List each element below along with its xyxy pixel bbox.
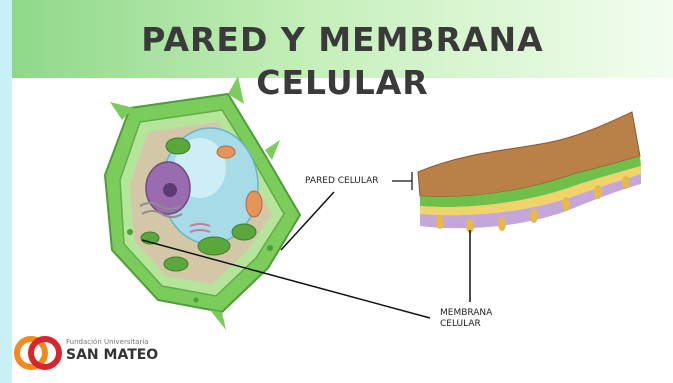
membrane-protein <box>498 217 506 231</box>
logo-name: SAN MATEO <box>66 347 158 364</box>
plant-cell-illustration <box>105 76 300 330</box>
chloroplast <box>166 138 190 154</box>
mitochondrion <box>246 191 262 217</box>
label-cell-membrane: MEMBRANA CELULAR <box>440 308 492 330</box>
membrane-cross-section <box>418 112 641 233</box>
membrane-protein <box>530 209 538 223</box>
chloroplast <box>198 237 230 255</box>
logo: Fundación Universitaria SAN MATEO <box>66 338 158 364</box>
plasmodesma <box>127 229 133 235</box>
logo-icon <box>14 333 62 373</box>
mitochondrion <box>217 146 235 158</box>
plasmodesma <box>267 245 273 251</box>
membrane-protein <box>622 176 630 188</box>
label-cell-wall: PARED CELULAR <box>305 176 379 187</box>
cell-wall-spike <box>210 310 226 330</box>
chloroplast <box>232 224 256 240</box>
label-membrane-line-1: MEMBRANA <box>440 308 492 319</box>
logo-subtitle: Fundación Universitaria <box>66 338 158 347</box>
label-membrane-line-2: CELULAR <box>440 319 492 330</box>
membrane-protein <box>562 197 570 211</box>
plasmodesma <box>194 298 199 303</box>
membrane-protein <box>594 185 602 199</box>
membrane-protein <box>436 215 444 229</box>
nucleolus <box>163 183 177 197</box>
chloroplast <box>164 257 188 271</box>
